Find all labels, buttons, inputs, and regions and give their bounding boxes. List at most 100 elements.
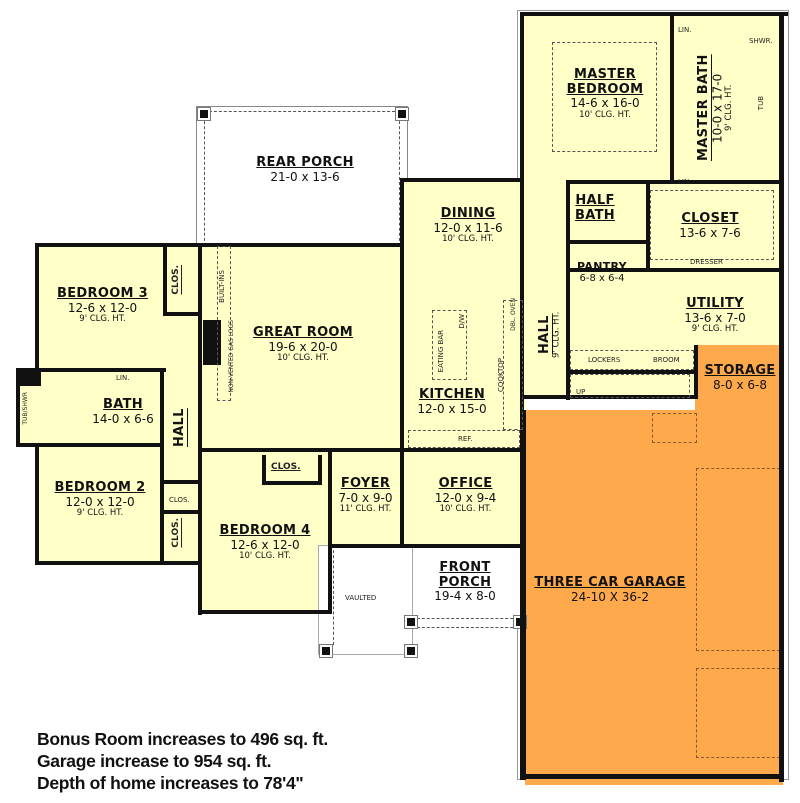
room-name: FOYER	[340, 476, 391, 491]
wall	[35, 443, 39, 565]
built-ins	[217, 246, 231, 401]
room-label-hall-west: HALL	[172, 408, 188, 448]
bedroom3-area	[36, 245, 204, 370]
tub-label: TUB	[757, 96, 765, 111]
wall	[520, 410, 526, 780]
room-dimensions: 21-0 x 13-6	[270, 169, 340, 184]
room-dimensions: 12-0 x 11-6	[433, 220, 503, 235]
room-name: HALL	[537, 315, 552, 355]
storage-area	[695, 345, 783, 415]
room-dimensions: 19-6 x 20-0	[268, 339, 338, 354]
wall	[520, 774, 784, 779]
room-label-bedroom3: BEDROOM 3 12-6 x 12-0 9' CLG. HT.	[45, 286, 160, 325]
ceiling-height: 10' CLG. HT.	[239, 550, 291, 561]
room-label-kitchen: KITCHEN 12-0 x 15-0	[412, 387, 492, 416]
wall	[779, 12, 784, 782]
shower-label: SHWR.	[749, 37, 773, 45]
great-room-area	[200, 245, 405, 450]
closet-label: CLOS.	[171, 265, 181, 295]
wall	[330, 544, 524, 548]
wall	[262, 481, 322, 485]
master-suite-area	[522, 15, 784, 395]
room-dimensions: 24-10 X 36-2	[571, 589, 649, 604]
wall	[670, 15, 674, 183]
room-label-foyer: FOYER 7-0 x 9-0 11' CLG. HT.	[333, 476, 398, 515]
garage-area	[525, 410, 783, 785]
wall	[198, 610, 332, 614]
room-label-utility: UTILITY 13-6 x 7-0 9' CLG. HT.	[665, 296, 765, 335]
room-dimensions: 12-0 x 9-4	[434, 490, 497, 505]
room-name: DINING	[440, 206, 496, 221]
room-name: BATH	[103, 397, 143, 412]
linen-label: LIN.	[678, 178, 692, 186]
closet-shelving	[650, 190, 774, 260]
room-dimensions: 8-0 x 6-8	[713, 377, 767, 392]
room-label-garage: THREE CAR GARAGE 24-10 X 36-2	[530, 575, 690, 604]
ceiling-height: 10' CLG. HT.	[579, 109, 631, 120]
porch-dash	[333, 545, 334, 645]
linen-label: LIN.	[678, 26, 692, 34]
room-label-storage: STORAGE 8-0 x 6-8	[700, 363, 780, 392]
ceiling-height: 9' CLG. HT.	[76, 507, 124, 518]
wall-chase	[16, 368, 41, 386]
wall	[160, 480, 200, 484]
lockers-label: LOCKERS	[588, 356, 621, 364]
refrigerator-label: REF.	[458, 435, 473, 443]
dishwasher-label: D/W	[458, 314, 466, 329]
room-label-closet: CLOSET 13-6 x 7-6	[660, 211, 760, 240]
gas-logs-label: NON-VENTED GAS LOGS	[228, 320, 235, 393]
room-name: MASTER BEDROOM	[566, 67, 644, 97]
room-label-office: OFFICE 12-0 x 9-4 10' CLG. HT.	[418, 476, 513, 515]
room-dimensions: 6-8 x 6-4	[579, 273, 625, 285]
linen-label: LIN.	[116, 374, 130, 382]
wall	[520, 12, 524, 410]
ceiling-height: 10' CLG. HT.	[439, 503, 492, 514]
vaulted-label: VAULTED	[345, 594, 377, 602]
closet-label: CLOS.	[169, 496, 190, 504]
room-dimensions: 12-6 x 12-0	[67, 300, 138, 315]
room-dimensions: 13-6 x 7-0	[684, 310, 746, 325]
room-name: BEDROOM 3	[57, 286, 148, 301]
wall	[35, 243, 200, 247]
bed-outline	[552, 42, 657, 152]
wall	[520, 12, 788, 16]
note-depth: Depth of home increases to 78'4"	[37, 773, 304, 793]
room-dimensions: 12-0 x 12-0	[65, 494, 135, 509]
room-dimensions: 12-0 x 15-0	[417, 401, 487, 416]
room-name: MASTER BATH	[696, 54, 711, 162]
room-name: HALF BATH	[575, 193, 615, 223]
room-dimensions: 19-4 x 8-0	[434, 589, 496, 604]
ceiling-height: 10' CLG. HT.	[442, 233, 494, 244]
porch-post	[404, 644, 418, 658]
wall	[163, 312, 200, 316]
oven-label: DBL. OVEN	[510, 298, 517, 331]
wall	[160, 445, 164, 565]
room-name: UTILITY	[686, 296, 744, 311]
room-label-great-room: GREAT ROOM 19-6 x 20-0 10' CLG. HT.	[248, 325, 358, 364]
dining-kitchen-area	[402, 180, 526, 450]
room-dimensions: 14-0 x 6-6	[92, 411, 154, 426]
garage-steps	[652, 413, 697, 443]
kitchen-island	[432, 310, 467, 380]
wall	[262, 455, 266, 485]
wall	[400, 178, 524, 182]
room-name: STORAGE	[704, 363, 776, 378]
wall	[318, 455, 322, 485]
wall	[196, 243, 404, 247]
room-name: OFFICE	[438, 476, 493, 491]
wall	[16, 368, 166, 372]
rear-porch-beam	[204, 111, 400, 251]
foyer-office-area	[330, 450, 526, 545]
wall	[566, 240, 646, 244]
wall	[328, 448, 332, 614]
porch-post	[404, 615, 418, 629]
wall	[694, 345, 698, 397]
broom-label: BROOM	[653, 356, 680, 364]
ceiling-height: 9' CLG. HT.	[691, 323, 739, 334]
built-ins-label: BUILT-INS	[218, 270, 226, 303]
wall	[160, 510, 200, 514]
wall	[160, 370, 164, 445]
room-name: FRONT PORCH	[438, 560, 492, 590]
wall	[400, 178, 404, 548]
parking-bay	[696, 668, 780, 758]
